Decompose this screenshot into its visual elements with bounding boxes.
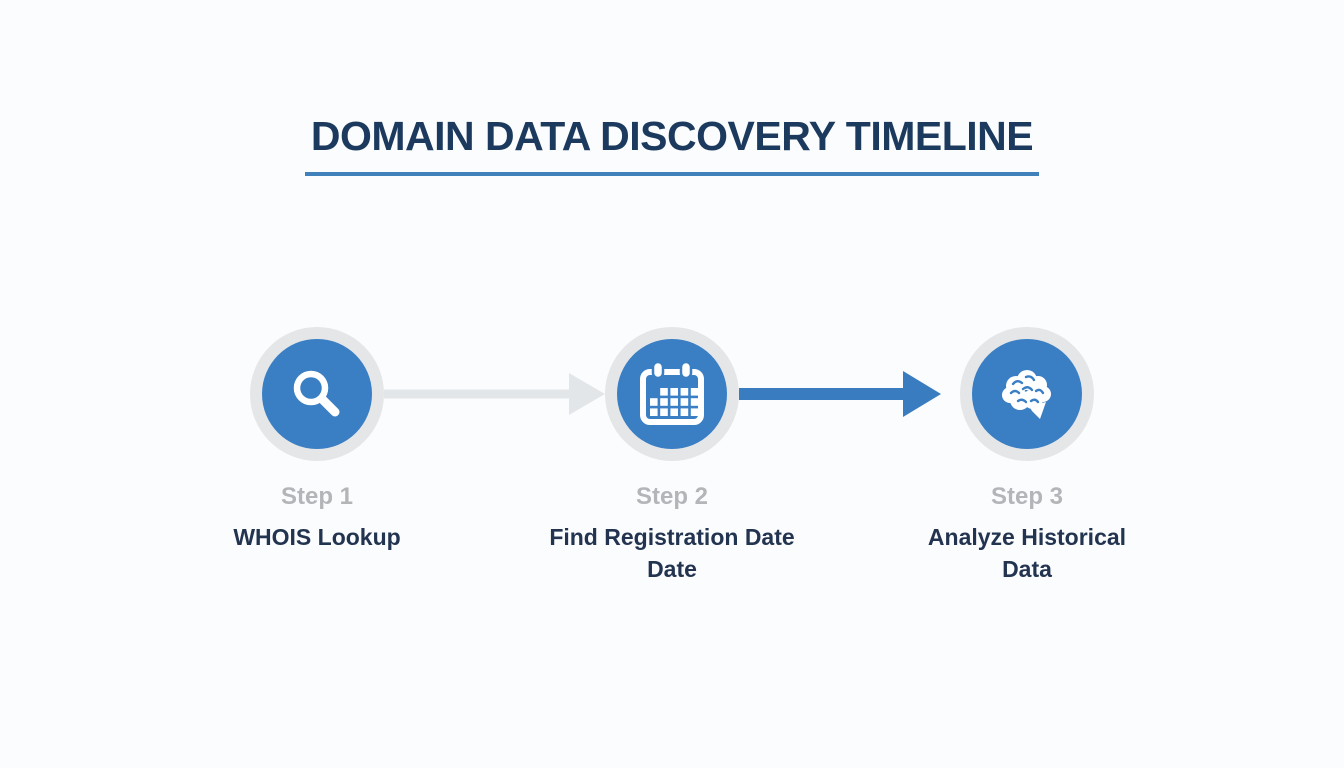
step-title: WHOIS Lookup <box>233 524 401 551</box>
timeline-node-step-3 <box>960 327 1094 462</box>
step-title: Analyze Historical Data <box>927 524 1127 583</box>
page-title: DOMAIN DATA DISCOVERY TIMELINE <box>310 113 1034 159</box>
connector-step1-step2 <box>384 327 605 461</box>
step-number-label: Step 1 <box>280 483 354 511</box>
search-icon <box>262 339 372 450</box>
arrow-right-gray-icon <box>384 373 605 416</box>
timeline-node-step-1 <box>250 327 384 462</box>
step-3-labels: Step 3 Analyze Historical Data <box>850 483 1205 585</box>
arrow-right-blue-icon <box>739 371 941 418</box>
step-1-labels: Step 1 WHOIS Lookup <box>140 483 495 585</box>
step-number-label: Step 2 <box>635 483 709 511</box>
connector-step2-step3 <box>739 327 960 461</box>
timeline-node-step-2 <box>605 327 739 462</box>
step-number-label: Step 3 <box>990 483 1064 511</box>
header: DOMAIN DATA DISCOVERY TIMELINE <box>0 0 1344 177</box>
calendar-icon <box>617 339 727 450</box>
step-2-labels: Step 2 Find Registration Date Date <box>495 483 850 585</box>
timeline-icons-row <box>0 327 1344 462</box>
timeline-labels-row: Step 1 WHOIS Lookup Step 2 Find Registra… <box>0 483 1344 585</box>
step-title: Find Registration Date Date <box>549 524 795 583</box>
title-underline: DOMAIN DATA DISCOVERY TIMELINE <box>304 113 1040 177</box>
brain-icon <box>972 339 1082 450</box>
